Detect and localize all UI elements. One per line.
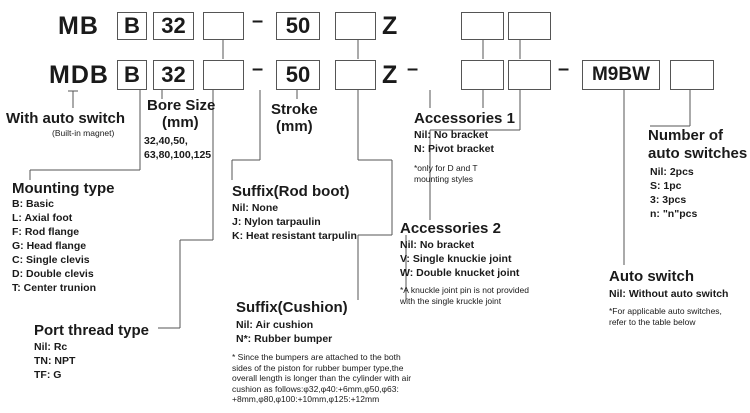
list-item: 3: 3pcs — [650, 194, 687, 206]
suffix-cushion-title: Suffix(Cushion) — [236, 299, 348, 316]
row2-num-switch-box — [670, 60, 714, 90]
row2-acc2-box — [508, 60, 551, 90]
suffix-cushion-note: * Since the bumpers are attached to the … — [232, 352, 411, 405]
bore-size-values-2: 63,80,100,125 — [144, 149, 212, 161]
list-item: Nil: No bracket — [400, 239, 475, 251]
row2-mounting-box — [203, 60, 244, 90]
num-switches-title-2: auto switches — [648, 145, 748, 162]
bore-size-title: Bore Size — [147, 97, 216, 114]
row2-acc1-box — [461, 60, 504, 90]
num-switches-title-1: Number of — [648, 127, 723, 144]
row1-stroke-box: 50 — [276, 12, 320, 40]
row2-dash: – — [252, 58, 265, 80]
suffix-cushion-list: Nil: Air cushion N*: Rubber bumper — [236, 318, 332, 346]
list-item: Nil: Rc — [34, 341, 68, 353]
mounting-type-list: B: Basic L: Axial foot F: Rod flange G: … — [12, 197, 96, 295]
auto-switch-note-1: *For applicable auto switches, — [609, 306, 722, 316]
row1-z: Z — [382, 12, 399, 40]
list-item: V: Single knuckie joint — [400, 253, 512, 265]
list-item: W: Double knucket joint — [400, 267, 520, 279]
list-item: N*: Rubber bumper — [236, 333, 333, 345]
list-item: J: Nylon tarpaulin — [232, 216, 321, 228]
stroke-title: Stroke — [271, 101, 318, 118]
accessories1-note-1: *only for D and T — [414, 163, 478, 173]
row1-suffix-box — [335, 12, 376, 40]
list-item: C: Single clevis — [12, 254, 90, 266]
suffix-rod-boot-title: Suffix(Rod boot) — [232, 183, 350, 200]
row1-acc1-box — [461, 12, 504, 40]
list-item: D: Double clevis — [12, 268, 94, 280]
list-item: Nil: 2pcs — [650, 166, 694, 178]
row2-dash-3: – — [558, 58, 571, 80]
mounting-type-title: Mounting type — [12, 180, 115, 197]
note-line: overall length is longer than the cylind… — [232, 373, 412, 383]
list-item: G: Head flange — [12, 240, 87, 252]
bore-size-unit: (mm) — [162, 114, 199, 131]
note-line: +8mm,φ80,φ100:+10mm,φ125:+12mm — [232, 394, 380, 404]
with-auto-switch-title: With auto switch — [6, 110, 126, 127]
row2-auto-switch-box: M9BW — [582, 60, 660, 90]
bore-size-values-1: 32,40,50, — [144, 135, 188, 147]
accessories2-note-2: with the single kruckle joint — [400, 296, 502, 306]
row2-bore-box: 32 — [153, 60, 194, 90]
num-switches-list: Nil: 2pcs S: 1pc 3: 3pcs n: "n"pcs — [650, 165, 697, 221]
list-item: S: 1pc — [650, 180, 682, 192]
row1-bore-type-box: B — [117, 12, 147, 40]
auto-switch-title: Auto switch — [609, 268, 694, 285]
with-auto-switch-note: (Built-in magnet) — [52, 128, 115, 138]
accessories2-list: Nil: No bracket V: Single knuckie joint … — [400, 238, 519, 280]
note-line: sides of the piston for rubber bumper ty… — [232, 362, 404, 373]
row2-dash-2: – — [407, 58, 420, 80]
row2-z: Z — [382, 61, 399, 89]
note-line: cushion as follows:φ32,φ40:+6mm,φ50,φ63: — [232, 383, 399, 394]
row1-acc2-box — [508, 12, 551, 40]
row1-mounting-box — [203, 12, 244, 40]
list-item: TF: G — [34, 369, 62, 381]
row2-prefix: MDB — [49, 61, 109, 89]
accessories2-note-1: *A knuckle joint pin is not provided — [400, 285, 529, 295]
auto-switch-note-2: refer to the table below — [609, 317, 696, 327]
accessories1-list: Nil: No bracket N: Pivot bracket — [414, 128, 494, 156]
list-item: Nil: None — [232, 202, 279, 214]
row2-stroke-box: 50 — [276, 60, 320, 90]
list-item: T: Center trunion — [12, 282, 96, 294]
note-line: * Since the bumpers are attached to the … — [232, 352, 401, 362]
suffix-rod-boot-list: Nil: None J: Nylon tarpaulin K: Heat res… — [232, 201, 357, 243]
row1-prefix: MB — [58, 12, 99, 40]
row2-suffix-box — [335, 60, 376, 90]
stroke-unit: (mm) — [276, 118, 313, 135]
auto-switch-item: Nil: Without auto switch — [609, 288, 729, 300]
list-item: n: "n"pcs — [650, 208, 698, 220]
list-item: B: Basic — [12, 198, 55, 210]
port-thread-list: Nil: Rc TN: NPT TF: G — [34, 340, 75, 382]
accessories2-title: Accessories 2 — [400, 220, 501, 237]
accessories1-note-2: mounting styles — [414, 174, 474, 184]
list-item: Nil: No bracket — [414, 129, 489, 141]
accessories1-title: Accessories 1 — [414, 110, 515, 127]
list-item: TN: NPT — [34, 355, 76, 367]
list-item: Nil: Air cushion — [236, 319, 314, 331]
list-item: N: Pivot bracket — [414, 143, 494, 155]
row2-bore-type-box: B — [117, 60, 147, 90]
list-item: K: Heat resistant tarpulin — [232, 230, 357, 242]
list-item: F: Rod flange — [12, 226, 80, 238]
row1-bore-box: 32 — [153, 12, 194, 40]
row1-dash: – — [252, 10, 265, 32]
port-thread-title: Port thread type — [34, 322, 150, 339]
list-item: L: Axial foot — [12, 212, 73, 224]
